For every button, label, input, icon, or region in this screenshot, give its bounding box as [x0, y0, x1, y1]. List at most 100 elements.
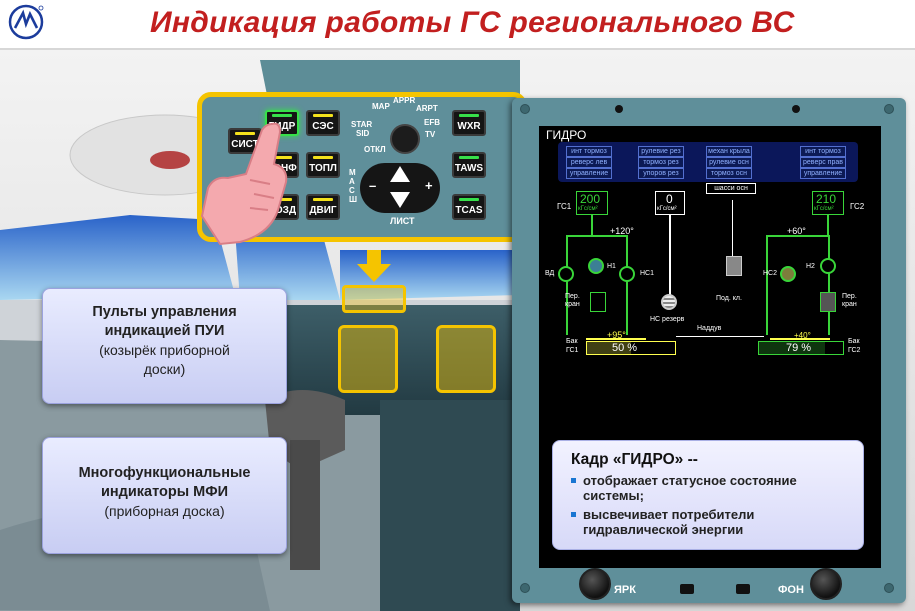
selector-label-sid: SID	[356, 129, 370, 138]
company-logo	[8, 4, 44, 40]
plus-button[interactable]: +	[425, 178, 433, 193]
gs1-line	[566, 235, 568, 335]
center-valve-icon	[726, 256, 742, 276]
pui-highlight	[342, 285, 406, 313]
screw	[520, 104, 530, 114]
consumer-tag: управление	[566, 168, 612, 179]
pui-card-title-2: индикацией ПУИ	[104, 323, 225, 339]
taws-button[interactable]: TAWS	[452, 152, 486, 178]
gs1-valve-label: Пер. кран	[565, 293, 580, 308]
consumer-tag: инт тормоз	[800, 146, 846, 157]
brightness-label: ЯРК	[614, 584, 636, 596]
gs2-tank-box	[758, 341, 844, 355]
gs1-line	[586, 338, 646, 340]
mfi-card-title-2: индикаторы МФИ	[100, 484, 229, 500]
selector-label-otkl: ОТКЛ	[364, 145, 386, 154]
reserve-pump-icon	[661, 294, 677, 310]
mfi-card: Многофункциональные индикаторы МФИ (приб…	[42, 437, 287, 554]
consumer-tag: рулевие осн	[706, 157, 752, 168]
page-title: Индикация работы ГС регионального ВС	[150, 6, 795, 39]
consumer-tag: упоров рез	[638, 168, 684, 179]
center-valve-label: Под. кл.	[716, 295, 742, 302]
gs1-pump-n-icon	[588, 258, 604, 274]
tcas-button[interactable]: TCAS	[452, 194, 486, 220]
screw	[884, 104, 894, 114]
ses-button[interactable]: СЭС	[306, 110, 340, 136]
gs2-tank-temp: +40°	[794, 331, 811, 340]
gs2-tank-fill	[759, 342, 825, 354]
consumer-tag: управление	[800, 168, 846, 179]
header-divider	[0, 48, 915, 50]
selector-label-appr: APPR	[393, 96, 416, 105]
wxr-button[interactable]: WXR	[452, 110, 486, 136]
selector-label-map: MAP	[372, 102, 390, 111]
gidr-button[interactable]: ГИДР	[265, 110, 299, 136]
consumer-tag: инт тормоз	[566, 146, 612, 157]
pointing-hand-icon	[200, 122, 288, 246]
selector-label-tv: TV	[425, 130, 436, 139]
gs2-valve-icon	[820, 292, 836, 312]
background-knob[interactable]	[810, 568, 842, 600]
mfi-button-1[interactable]	[680, 584, 694, 594]
gs1-pump-nc-icon	[619, 266, 635, 282]
center-pressure-value: 0	[666, 192, 673, 206]
sensor-dot	[792, 105, 800, 113]
arrow-down-icon[interactable]	[390, 192, 410, 208]
gs1-tank-temp: +95°	[607, 330, 626, 340]
gs1-line	[566, 235, 626, 237]
gs1-pump-vd-icon	[558, 266, 574, 282]
gs2-temp: +60°	[787, 226, 806, 236]
mfi-card-note-1: (приборная доска)	[104, 503, 225, 519]
arrow-down-indicator-icon	[357, 250, 391, 282]
info-heading: Кадр «ГИДРО» --	[571, 451, 698, 468]
page-title-gidro: ГИДРО	[546, 128, 587, 142]
consumer-tag: тормоз осн	[706, 168, 752, 179]
pressurization-line	[676, 336, 764, 337]
gs2-valve-label: Пер. кран	[842, 293, 857, 308]
sensor-dot	[615, 105, 623, 113]
info-bullet: отображает статусное состояние системы;	[569, 473, 859, 503]
topl-button[interactable]: ТОПЛ	[306, 152, 340, 178]
gs1-valve-icon	[590, 292, 606, 312]
display-mode-selector[interactable]	[390, 124, 420, 154]
gs2-pressure-box	[812, 191, 844, 215]
gs2-label: ГС2	[850, 202, 865, 211]
info-box: Кадр «ГИДРО» -- отображает статусное сос…	[552, 440, 864, 550]
gs1-pump-n-label: Н1	[607, 263, 616, 270]
gear-label: шасси осн	[706, 183, 756, 194]
info-bullet: высвечивает потребители гидравлической э…	[569, 507, 859, 537]
gs2-tank-qty: 79 %	[786, 342, 812, 354]
screw	[884, 583, 894, 593]
selector-label-efb: EFB	[424, 118, 440, 127]
scale-label: М А С Ш	[349, 168, 358, 204]
gs1-tank-box	[586, 341, 676, 355]
gs1-pressure-box	[576, 191, 608, 215]
gs2-line	[766, 235, 830, 237]
gs1-line	[626, 235, 628, 335]
screw	[520, 583, 530, 593]
minus-button[interactable]: –	[369, 178, 377, 193]
gs2-pump-nc-label: НС2	[763, 270, 778, 277]
mfi-card-title-1: Многофункциональные	[78, 465, 251, 481]
gs1-pressure-unit: кГс/см²	[578, 206, 598, 212]
gs2-tank-label-2: ГС2	[848, 347, 861, 354]
center-pressure-unit: кГс/см²	[657, 206, 677, 212]
mfi-right-highlight	[436, 325, 496, 393]
gs1-tank-label-1: Бак	[566, 338, 578, 345]
arrow-up-icon[interactable]	[390, 166, 410, 182]
mfi-button-2[interactable]	[736, 584, 750, 594]
consumer-tag: рулевие рез	[638, 146, 684, 157]
background-label: ФОН	[778, 584, 804, 596]
gs2-pressure-unit: кГс/см²	[814, 206, 834, 212]
brightness-knob[interactable]	[579, 568, 611, 600]
sheet-label: ЛИСТ	[390, 216, 415, 226]
dvig-button[interactable]: ДВИГ	[306, 194, 340, 220]
pui-card: Пульты управления индикацией ПУИ (козырё…	[42, 288, 287, 404]
consumer-tag: механ крыла	[706, 146, 752, 157]
pressurization-label: Наддув	[697, 325, 722, 332]
pui-card-note-2: доски)	[143, 361, 186, 377]
info-list: отображает статусное состояние системы; …	[569, 473, 859, 541]
mfi-left-highlight	[338, 325, 398, 393]
pui-card-title-1: Пульты управления	[92, 304, 237, 320]
gs1-pressure-value: 200	[580, 192, 601, 206]
